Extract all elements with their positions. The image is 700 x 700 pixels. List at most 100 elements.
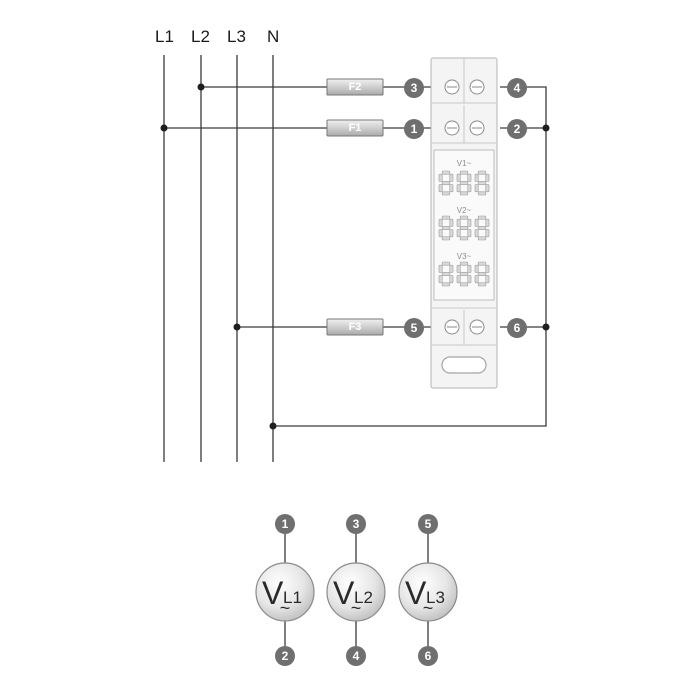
display-segment (485, 275, 490, 284)
display-segment (459, 226, 469, 230)
terminal-3: 3 (404, 78, 424, 98)
display-segment (438, 184, 443, 193)
junction-dot (197, 83, 205, 91)
display-segment (449, 275, 454, 284)
display-segment (477, 261, 487, 266)
display-segment (467, 173, 472, 182)
voltmeter-terminal-top: 1 (282, 517, 289, 531)
display-digits-v3 (438, 261, 490, 287)
fuse-f2: F2 (326, 78, 384, 96)
display-segment (459, 215, 469, 220)
display-segment (474, 218, 479, 227)
display-segment (459, 170, 469, 175)
display-segment (474, 184, 479, 193)
display-segment (467, 184, 472, 193)
display-segment (441, 272, 451, 276)
display-segment (456, 184, 461, 193)
display-segment (438, 218, 443, 227)
svg-text:2: 2 (514, 122, 521, 136)
terminal-1: 1 (404, 119, 424, 139)
junction-dot (160, 124, 168, 132)
fuse-label: F1 (349, 122, 362, 134)
display-segment (459, 181, 469, 185)
display-segment (474, 229, 479, 238)
voltmeter-terminal-top: 5 (425, 517, 432, 531)
din-rail-meter: V1~ V2~ V3~ (430, 57, 498, 389)
voltmeter-terminal-bottom: 6 (425, 649, 432, 663)
display-segment (441, 191, 451, 196)
fuse-label: F2 (349, 81, 362, 93)
fuse-f3: F3 (326, 318, 384, 336)
svg-text:5: 5 (411, 321, 418, 335)
display-segment (441, 215, 451, 220)
display-segment (456, 173, 461, 182)
voltmeter-symbol: V (262, 575, 284, 611)
display-segment (477, 170, 487, 175)
display-segment (467, 218, 472, 227)
bus-label-n: N (267, 27, 279, 46)
display-segment (477, 226, 487, 230)
display-segment (485, 218, 490, 227)
display-segment (459, 261, 469, 266)
junction-dot (542, 124, 550, 132)
din-clip-slot (441, 356, 487, 374)
voltmeter-phase: L3 (426, 588, 445, 607)
display-segment (441, 226, 451, 230)
display-segment (438, 229, 443, 238)
junction-dot (269, 422, 277, 430)
voltmeter-symbol: V (405, 575, 427, 611)
display-segment (438, 264, 443, 273)
display-segment (467, 229, 472, 238)
display-segment (485, 184, 490, 193)
voltmeter-terminal-bottom: 2 (282, 649, 289, 663)
display-segment (477, 191, 487, 196)
bus-label-l2: L2 (191, 27, 210, 46)
voltmeter-ac-symbol: ~ (351, 598, 362, 618)
junction-dot (233, 323, 241, 331)
voltmeter-l2: 3 V L2 ~ 4 (326, 514, 386, 666)
fuse-label: F3 (349, 321, 362, 333)
display-segment (474, 173, 479, 182)
display-segment (485, 264, 490, 273)
display-segment (449, 184, 454, 193)
display-segment (474, 264, 479, 273)
svg-text:1: 1 (411, 122, 418, 136)
display-segment (459, 282, 469, 287)
terminal-6: 6 (507, 318, 527, 338)
display-segment (441, 236, 451, 241)
svg-text:4: 4 (514, 81, 521, 95)
display-segment (477, 272, 487, 276)
display-digits-v1 (438, 170, 490, 196)
display-segment (438, 275, 443, 284)
display-segment (449, 218, 454, 227)
display-segment (438, 173, 443, 182)
svg-text:3: 3 (411, 81, 418, 95)
display-segment (467, 275, 472, 284)
terminal-4: 4 (507, 78, 527, 98)
fuse-f1: F1 (326, 119, 384, 137)
display-segment (477, 181, 487, 185)
svg-text:6: 6 (514, 321, 521, 335)
voltmeter-terminal-top: 3 (353, 517, 360, 531)
display-label-v1: V1~ (457, 159, 472, 168)
voltmeter-terminal-bottom: 4 (353, 649, 360, 663)
voltmeter-phase: L2 (354, 588, 373, 607)
display-segment (456, 275, 461, 284)
terminal-2: 2 (507, 119, 527, 139)
display-segment (485, 173, 490, 182)
display-segment (485, 229, 490, 238)
junction-dot (542, 323, 550, 331)
display-segment (477, 282, 487, 287)
display-segment (477, 215, 487, 220)
voltmeter-symbol: V (333, 575, 355, 611)
display-segment (441, 181, 451, 185)
display-segment (441, 282, 451, 287)
display-digits-v2 (438, 215, 490, 241)
terminal-5: 5 (404, 318, 424, 338)
display-segment (456, 264, 461, 273)
bus-label-l1: L1 (155, 27, 174, 46)
display-segment (459, 272, 469, 276)
display-segment (456, 229, 461, 238)
screw-terminal (444, 79, 485, 335)
